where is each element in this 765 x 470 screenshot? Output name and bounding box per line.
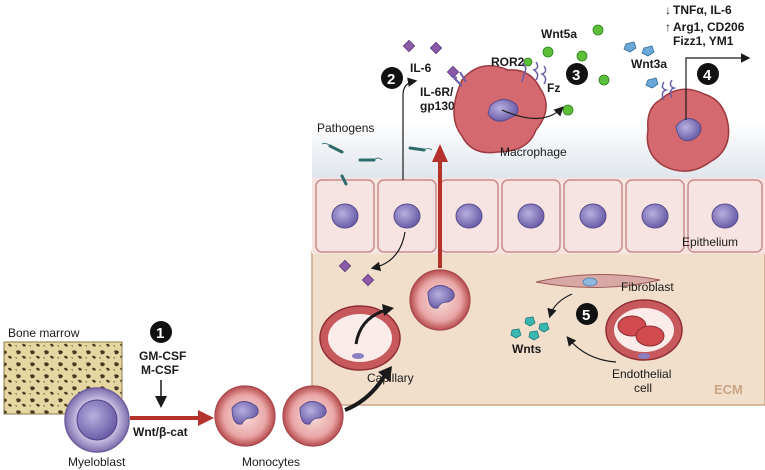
wnt3a-molecules bbox=[623, 41, 659, 89]
fz-label: Fz bbox=[547, 81, 560, 95]
step-2-number: 2 bbox=[387, 71, 395, 88]
step-5-number: 5 bbox=[582, 307, 590, 324]
wnt-molecules-ecm bbox=[510, 316, 550, 341]
pathogen-flagella bbox=[321, 142, 433, 161]
m2-macrophage-cell bbox=[646, 88, 730, 172]
monocyte-cell-1 bbox=[214, 385, 276, 447]
capillary-label: Capillary bbox=[367, 371, 414, 385]
wnt5a-signal-arrow bbox=[501, 106, 564, 120]
ecm-label: ECM bbox=[714, 382, 743, 397]
step-1-number: 1 bbox=[156, 325, 164, 342]
cytokine-change-list: ↓ TNFα, IL-6 ↑ Arg1, CD206 Fizz1, YM1 bbox=[665, 3, 745, 48]
myeloblast-label: Myeloblast bbox=[68, 455, 126, 469]
monocyte-to-capillary-arrow bbox=[344, 373, 387, 412]
wnt3a-label: Wnt3a bbox=[631, 57, 667, 71]
step-3-number: 3 bbox=[572, 67, 580, 84]
macrophage-cell bbox=[453, 65, 547, 154]
endothelial-label-2: cell bbox=[634, 381, 652, 395]
macrophage-label: Macrophage bbox=[500, 145, 567, 159]
differentiation-arrowhead bbox=[198, 410, 214, 426]
m-csf-label: M-CSF bbox=[141, 363, 179, 377]
wnts-label: Wnts bbox=[512, 342, 542, 356]
il6-label: IL-6 bbox=[410, 61, 432, 75]
epithelium-layer bbox=[312, 178, 765, 254]
myeloblast-cell bbox=[64, 387, 130, 453]
upregulated-line-2: Fizz1, YM1 bbox=[673, 34, 734, 48]
monocyte-to-capillary-arrowhead bbox=[378, 366, 392, 382]
wnt5a-label: Wnt5a bbox=[541, 27, 577, 41]
il6-signal-arrow bbox=[402, 77, 418, 180]
il6-molecules-ecm bbox=[338, 259, 375, 287]
endothelial-vessel bbox=[605, 299, 683, 361]
monocyte-to-macrophage-arrowhead bbox=[432, 144, 448, 162]
step-2-badge bbox=[381, 67, 403, 89]
il6-release-arrow bbox=[370, 231, 406, 272]
step-4-number: 4 bbox=[703, 67, 712, 84]
endothelial-wnt-arrow bbox=[566, 336, 617, 363]
pathogen-bacteria bbox=[328, 144, 426, 186]
step-5-badge bbox=[576, 303, 598, 325]
step-1-badge bbox=[150, 321, 172, 343]
fibroblast-wnt-arrow bbox=[547, 293, 573, 319]
monocytes-label: Monocytes bbox=[242, 455, 300, 469]
endothelial-label-1: Endothelial bbox=[612, 367, 671, 381]
il6-molecules-top bbox=[402, 39, 460, 79]
step-3-badge bbox=[566, 63, 588, 85]
ror2-label: ROR2 bbox=[491, 55, 525, 69]
fz-receptor-m2 bbox=[661, 79, 677, 101]
monocyte-cell-2 bbox=[282, 385, 344, 447]
down-arrow-glyph: ↓ bbox=[665, 3, 671, 17]
step-4-badge bbox=[697, 63, 719, 85]
infiltrating-monocyte bbox=[409, 269, 471, 331]
fibroblast-label: Fibroblast bbox=[621, 280, 674, 294]
up-arrow-glyph: ↑ bbox=[665, 20, 671, 34]
il6r-label: IL-6R/ bbox=[420, 85, 454, 99]
m2-polarization-arrow bbox=[685, 53, 751, 120]
gp130-label: gp130 bbox=[420, 99, 455, 113]
epithelium-label: Epithelium bbox=[682, 235, 738, 249]
bone-marrow-label: Bone marrow bbox=[8, 326, 80, 340]
wnt-bcat-label: Wnt/β-cat bbox=[133, 425, 188, 439]
fibroblast-cell bbox=[535, 274, 661, 288]
pathogens-label: Pathogens bbox=[317, 121, 374, 135]
downregulated-line: TNFα, IL-6 bbox=[673, 3, 732, 17]
extravasation-arrow bbox=[354, 308, 387, 345]
capillary-vessel bbox=[319, 305, 401, 371]
il6r-receptor bbox=[450, 71, 467, 87]
upregulated-line-1: Arg1, CD206 bbox=[673, 20, 745, 34]
gm-csf-label: GM-CSF bbox=[139, 349, 186, 363]
extravasation-arrowhead bbox=[382, 304, 394, 316]
